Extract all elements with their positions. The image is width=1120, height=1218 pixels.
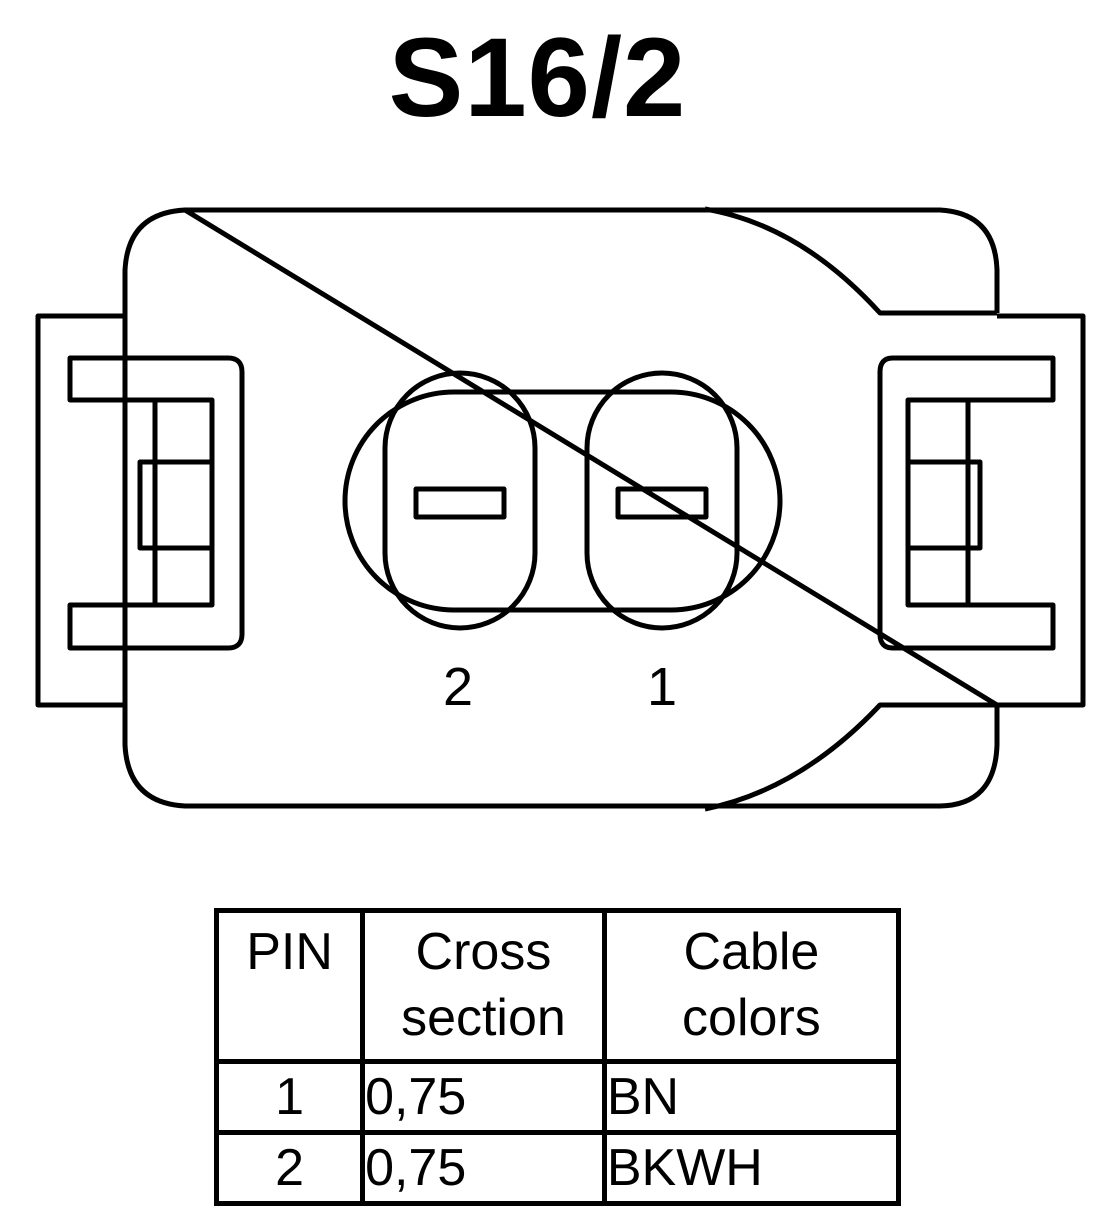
cell-cable-color: BKWH [601, 1130, 902, 1206]
pin-socket-oval [342, 389, 783, 613]
header-cable-colors: Cable colors [601, 908, 902, 1064]
housing-profile-curve-lower [704, 702, 997, 812]
header-pin: PIN [213, 908, 366, 1064]
left-latch [35, 313, 245, 708]
cell-cross-section: 0,75 [360, 1130, 607, 1206]
pin-assignment-table: PIN Cross section Cable colors 1 0,75 BN… [213, 908, 902, 1206]
header-cross-section: Cross section [360, 908, 607, 1064]
pin-1-contact [584, 370, 740, 631]
connector-drawing: 2 1 [35, 206, 1086, 812]
diagram-title: S16/2 [388, 15, 687, 140]
cell-pin: 1 [213, 1059, 366, 1135]
table-row: 2 0,75 BKWH [213, 1130, 902, 1206]
table-header-row: PIN Cross section Cable colors [213, 908, 902, 1064]
cell-cross-section: 0,75 [360, 1059, 607, 1135]
housing-profile-curve [704, 206, 997, 316]
cell-cable-color: BN [601, 1059, 902, 1135]
pin-label-2: 2 [443, 657, 473, 717]
right-latch [877, 313, 1086, 708]
connector-housing [122, 207, 1000, 809]
cell-pin: 2 [213, 1130, 366, 1206]
pin-2-contact [382, 370, 538, 631]
pin-label-1: 1 [647, 657, 677, 717]
table-row: 1 0,75 BN [213, 1059, 902, 1135]
